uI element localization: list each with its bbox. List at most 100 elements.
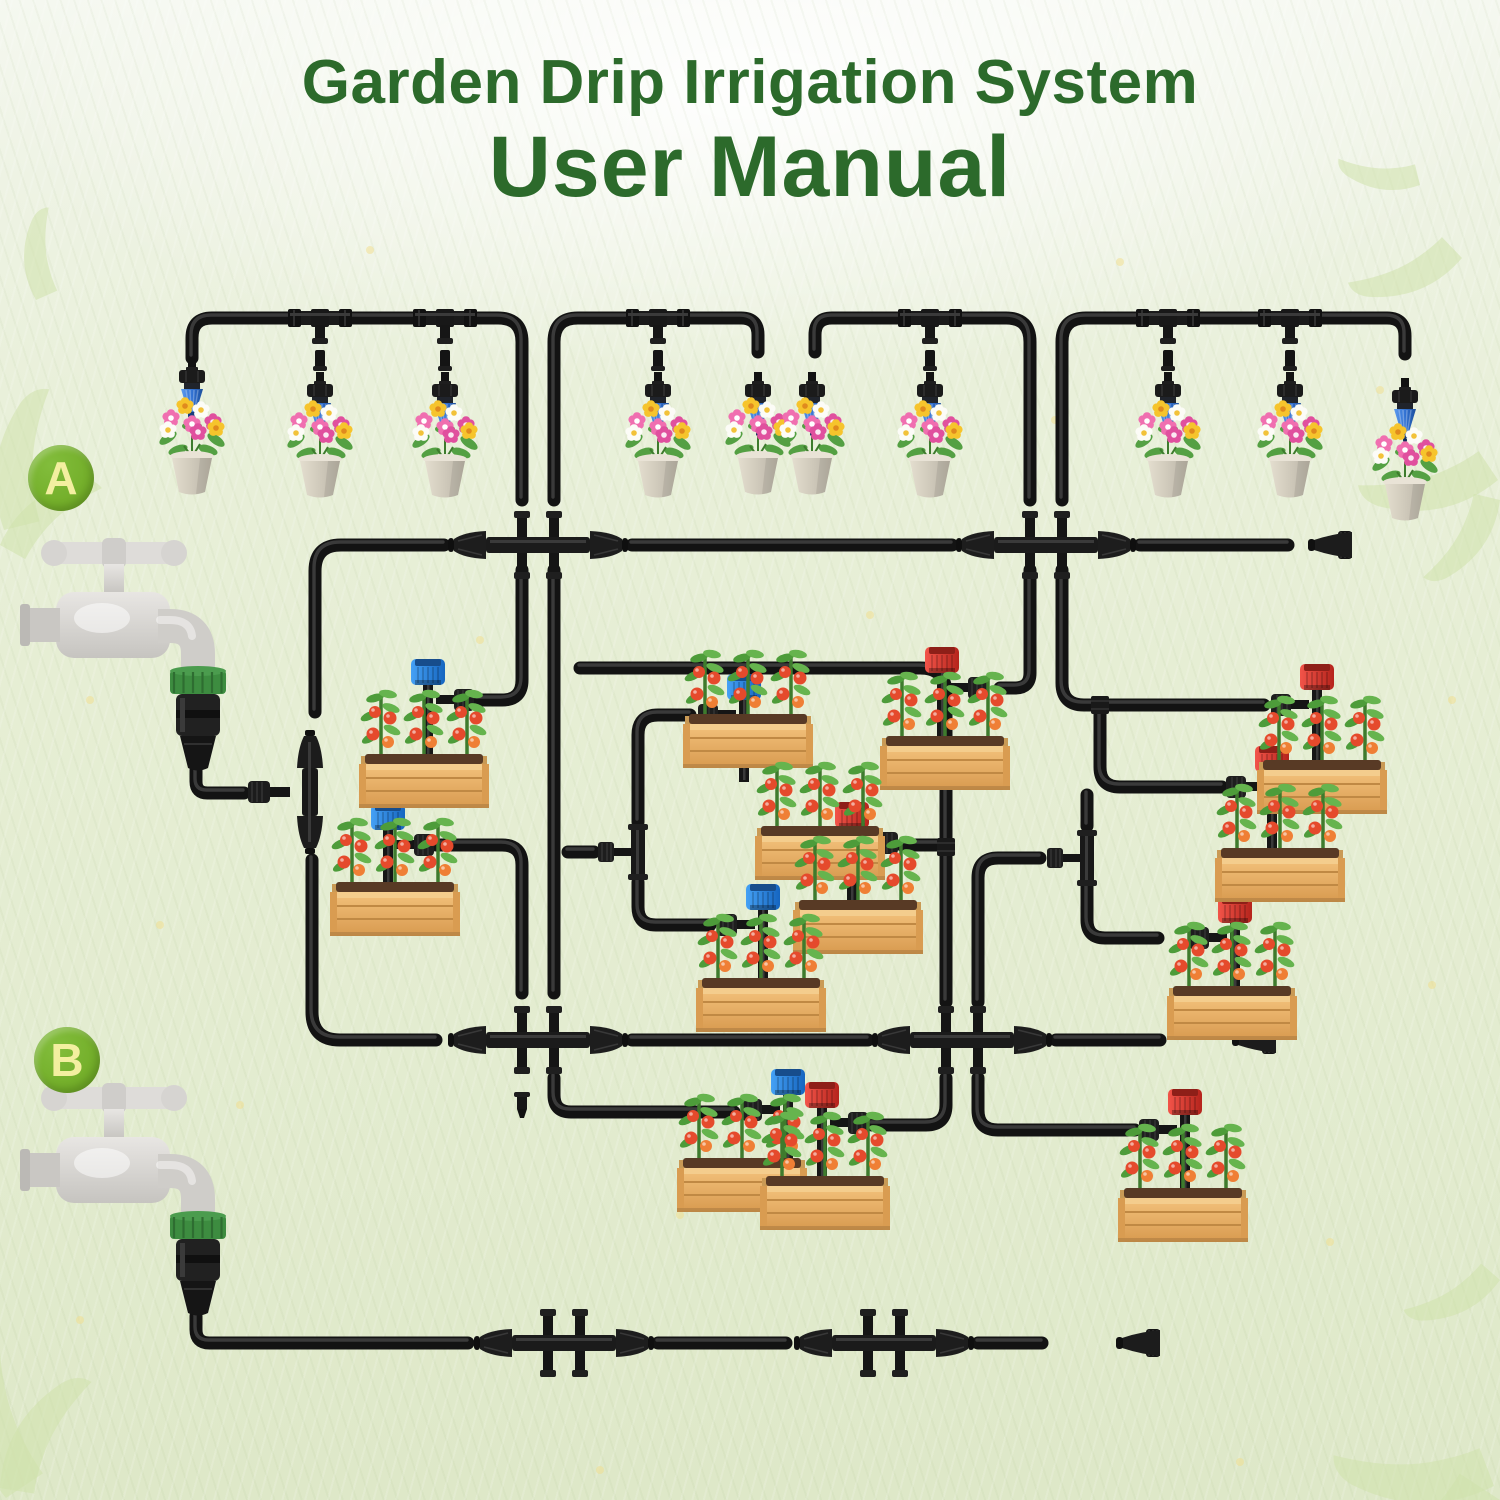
pipe-highlight [309, 855, 437, 1039]
tee-connector-small [1047, 830, 1097, 886]
flower-speck-decor [1428, 981, 1436, 989]
end-cap [1116, 1329, 1160, 1357]
pipe-highlight [189, 313, 291, 357]
sprinkler-line-layer [159, 358, 1438, 521]
grass-leaf-decor [0, 388, 50, 530]
planter-box [696, 913, 826, 1032]
faucet-b [20, 1083, 226, 1316]
cross-connector [448, 1006, 628, 1074]
flower-pot [1135, 400, 1201, 498]
pipe-highlight [433, 840, 523, 992]
pipe-highlight [975, 853, 1041, 1001]
flower-pot [159, 397, 225, 495]
flower-speck-decor [596, 1466, 604, 1474]
tee-connector [288, 309, 352, 371]
pipe-highlight [471, 313, 523, 499]
flower-speck-decor [1376, 386, 1384, 394]
pipe-highlight [1097, 709, 1223, 786]
flower-speck-decor [86, 696, 94, 704]
pipe-top-elbow-drop-mid [953, 311, 1037, 507]
pipe-cross4-r6 [971, 1071, 1142, 1137]
pipe-top-elbow-2 [808, 311, 907, 359]
planter-box [359, 689, 489, 808]
grass-leaf-decor [0, 1378, 92, 1494]
pipe-branch-r4 [1093, 707, 1229, 794]
pipe-highlight [475, 565, 523, 699]
tee-connector [626, 309, 690, 371]
flower-pot [1257, 400, 1323, 498]
pipe-highlight [812, 313, 901, 351]
pipe-top-elbow-drop-left [467, 311, 529, 507]
pipe-highlight [312, 540, 445, 711]
pipe-top-right-elbow [1315, 311, 1412, 361]
pipe-cross2-p4 [993, 563, 1037, 695]
pipe-highlight [869, 1073, 947, 1124]
pipe-cross2-r3 [1055, 563, 1271, 712]
tee-connector-vertical [248, 730, 323, 854]
faucet-a [20, 538, 226, 771]
end-plug [514, 1092, 530, 1118]
flower-pot [1372, 423, 1438, 521]
grass-leaf-decor [1347, 237, 1462, 298]
cross-connector [956, 511, 1136, 579]
page-title: Garden Drip Irrigation System User Manua… [0, 44, 1500, 212]
pipe-highlight [551, 1073, 735, 1111]
planter-box [683, 649, 813, 768]
pipe-highlight [997, 565, 1031, 687]
grass-leaf-decor [1403, 1263, 1500, 1321]
inline-coupler [937, 838, 955, 856]
pipe-feed-planter1 [471, 563, 529, 707]
pipe-teeA-line2 [305, 853, 443, 1047]
grass-leaf-decor [1333, 1448, 1494, 1500]
pipe-top-drop-resume [547, 311, 635, 507]
pipe-tee1087-down [1080, 877, 1165, 945]
tee-connector [898, 309, 962, 371]
pipe-highlight [1084, 879, 1159, 937]
pipe-highlight [551, 313, 629, 499]
pipe-tee638-up [631, 708, 697, 829]
cross-connector [872, 1006, 1052, 1074]
flower-speck-decor [366, 246, 374, 254]
flower-speck-decor [76, 1316, 84, 1324]
pipe-feed-planter2-cross3 [429, 838, 529, 1000]
pipe-top-elbow-1 [185, 311, 297, 365]
end-cap [1308, 531, 1352, 559]
flower-pot [897, 400, 963, 498]
flower-pot [287, 400, 353, 498]
planter-box [1118, 1123, 1248, 1242]
grass-leaf-decor [1338, 158, 1420, 190]
inline-coupler [1091, 696, 1109, 714]
flower-pot [779, 397, 845, 495]
pipe-highlight [1319, 313, 1406, 353]
pipe-highlight [193, 765, 245, 792]
flower-speck-decor [156, 921, 164, 929]
pipe-highlight [687, 313, 759, 351]
title-line2: User Manual [488, 118, 1012, 215]
flower-speck-decor [476, 636, 484, 644]
pipe-highlight [1059, 313, 1139, 499]
flower-speck-decor [866, 611, 874, 619]
zone-a-badge: A [28, 445, 94, 511]
tee-connector [1258, 309, 1322, 371]
pipe-main-a-left [308, 538, 451, 719]
pipe-highlight [1059, 565, 1265, 704]
cross-connector [794, 1309, 974, 1377]
planter-box [330, 817, 460, 936]
flower-pot [412, 400, 478, 498]
pipe-top-drop-resume-2 [1055, 311, 1145, 507]
pipe-tee638-down [631, 875, 717, 932]
planters-layer [330, 649, 1387, 1242]
flower-pot [625, 400, 691, 498]
tee-connector [413, 309, 477, 371]
flower-speck-decor [676, 1211, 684, 1219]
planter-box [1257, 695, 1387, 814]
grass-leaf-decor [24, 207, 58, 300]
pipe-highlight [635, 710, 691, 821]
tee-connector-small [598, 824, 648, 880]
planter-box [1215, 783, 1345, 902]
pipe-faucet-b-tube [189, 1309, 475, 1350]
connectors-layer [20, 309, 1352, 1377]
flower-speck-decor [1116, 258, 1124, 266]
